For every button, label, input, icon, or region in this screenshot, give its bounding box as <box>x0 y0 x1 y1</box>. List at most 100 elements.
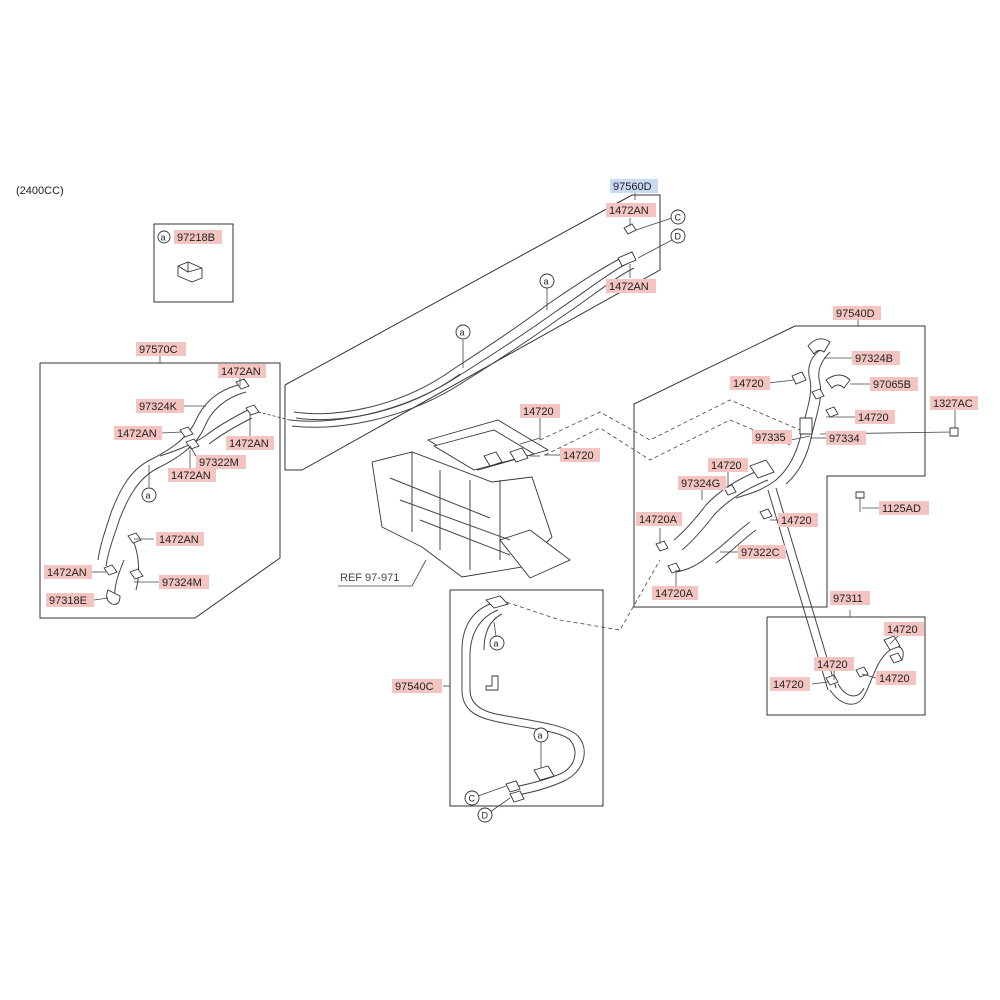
part-labels: 97560D 1472AN 1472AN 97218B 97570C 1472A… <box>44 179 978 693</box>
part-number: 1472AN <box>609 281 649 293</box>
label-97324g[interactable]: 97324G <box>678 476 726 490</box>
callout-a-letter: a <box>460 328 465 338</box>
part-number: 97318E <box>49 595 87 607</box>
label-97322c[interactable]: 97322C <box>738 545 786 559</box>
inset-97218b: a <box>153 223 234 303</box>
callout-a-circle <box>157 230 171 244</box>
callout-a-letter: a <box>146 491 151 501</box>
part-number: 97322M <box>199 457 239 469</box>
part-number: 97540D <box>836 308 875 320</box>
label-14720[interactable]: 14720 <box>778 513 818 527</box>
label-1472an[interactable]: 1472AN <box>114 426 162 440</box>
frame-97311 <box>766 610 926 716</box>
part-number: 97334 <box>829 433 860 445</box>
label-97318e[interactable]: 97318E <box>46 593 94 607</box>
label-14720[interactable]: 14720 <box>814 657 854 671</box>
label-97324k[interactable]: 97324K <box>136 399 184 413</box>
label-14720[interactable]: 14720 <box>708 458 748 472</box>
part-number: 97540C <box>395 681 434 693</box>
part-number: 1125AD <box>882 503 921 515</box>
label-97540c[interactable]: 97540C <box>392 679 442 693</box>
ref-97-971-label: REF 97-971 <box>340 572 399 584</box>
part-number: 97065B <box>873 379 911 391</box>
part-number: 97322C <box>741 547 780 559</box>
label-leaders <box>92 218 956 685</box>
part-number: 14720 <box>563 450 594 462</box>
engine-capacity-note: (2400CC) <box>16 185 64 197</box>
frame-97540c: a a C D <box>443 589 604 823</box>
label-1472an[interactable]: 1472AN <box>606 279 656 293</box>
label-97322m[interactable]: 97322M <box>196 455 246 469</box>
callout-a-letter: a <box>538 731 543 741</box>
link-line <box>499 559 661 631</box>
part-number: 97570C <box>139 344 178 356</box>
label-97324b[interactable]: 97324B <box>852 351 900 365</box>
label-14720[interactable]: 14720 <box>876 671 916 685</box>
part-number: 14720 <box>773 679 804 691</box>
label-1472an[interactable]: 1472AN <box>156 532 204 546</box>
label-97311[interactable]: 97311 <box>830 591 870 605</box>
label-97540d[interactable]: 97540D <box>833 306 881 320</box>
label-97324m[interactable]: 97324M <box>159 575 209 589</box>
label-97560d[interactable]: 97560D <box>610 179 658 193</box>
label-14720a[interactable]: 14720A <box>636 512 682 526</box>
callout-a-letter: a <box>161 233 166 243</box>
part-number: 1327AC <box>933 398 973 410</box>
part-number: 97218B <box>177 232 215 244</box>
part-number: 97311 <box>833 593 863 605</box>
label-14720[interactable]: 14720 <box>884 622 924 636</box>
link-line <box>544 419 791 461</box>
label-1472an[interactable]: 1472AN <box>226 436 274 450</box>
label-1472an[interactable]: 1472AN <box>168 468 216 482</box>
callout-a-letter: a <box>544 277 549 287</box>
label-1472an[interactable]: 1472AN <box>218 364 266 378</box>
label-14720[interactable]: 14720 <box>730 376 770 390</box>
label-97218b[interactable]: 97218B <box>174 230 222 244</box>
label-97065b[interactable]: 97065B <box>870 377 918 391</box>
part-number: 14720 <box>523 406 554 418</box>
label-14720a[interactable]: 14720A <box>652 586 698 600</box>
part-number: 1472AN <box>229 438 269 450</box>
label-14720[interactable]: 14720 <box>770 677 810 691</box>
part-number: 1472AN <box>171 470 211 482</box>
callout-d-letter: D <box>482 811 489 821</box>
callout-c-letter: C <box>675 213 682 223</box>
part-number: 14720 <box>781 515 812 527</box>
frame-97570c: a <box>39 356 281 619</box>
label-14720[interactable]: 14720 <box>520 404 560 418</box>
label-1472an[interactable]: 1472AN <box>606 203 656 217</box>
part-number: 1472AN <box>159 534 199 546</box>
part-number: 14720A <box>639 514 678 526</box>
clip-97218b-icon <box>177 261 203 283</box>
label-1125ad[interactable]: 1125AD <box>879 501 929 515</box>
part-number: 14720 <box>733 378 764 390</box>
part-number: 14720 <box>887 624 918 636</box>
part-number: 14720 <box>858 412 889 424</box>
part-number: 97324B <box>855 353 893 365</box>
label-14720[interactable]: 14720 <box>560 448 600 462</box>
callout-d-letter: D <box>675 232 682 242</box>
part-number: 14720 <box>817 659 848 671</box>
heater-unit: REF 97-971 <box>338 419 571 587</box>
part-number: 14720 <box>879 673 910 685</box>
frame-97540d <box>633 320 959 691</box>
label-1327ac[interactable]: 1327AC <box>930 396 978 410</box>
part-number: 97324K <box>139 401 178 413</box>
label-1472an[interactable]: 1472AN <box>44 565 92 579</box>
part-number: 97335 <box>755 432 786 444</box>
part-number: 14720 <box>711 460 742 472</box>
part-number: 97324M <box>162 577 202 589</box>
label-97334[interactable]: 97334 <box>826 431 866 445</box>
label-97335[interactable]: 97335 <box>752 430 792 444</box>
frame-97560d: a a C D <box>257 193 686 471</box>
callout-c-letter: C <box>469 794 476 804</box>
label-97570c[interactable]: 97570C <box>136 342 186 356</box>
part-number: 97560D <box>613 181 652 193</box>
part-number: 1472AN <box>117 428 157 440</box>
part-number: 97324G <box>681 478 720 490</box>
label-14720[interactable]: 14720 <box>855 410 895 424</box>
callout-a-letter: a <box>494 639 499 649</box>
part-number: 1472AN <box>609 205 649 217</box>
link-line <box>539 399 801 441</box>
